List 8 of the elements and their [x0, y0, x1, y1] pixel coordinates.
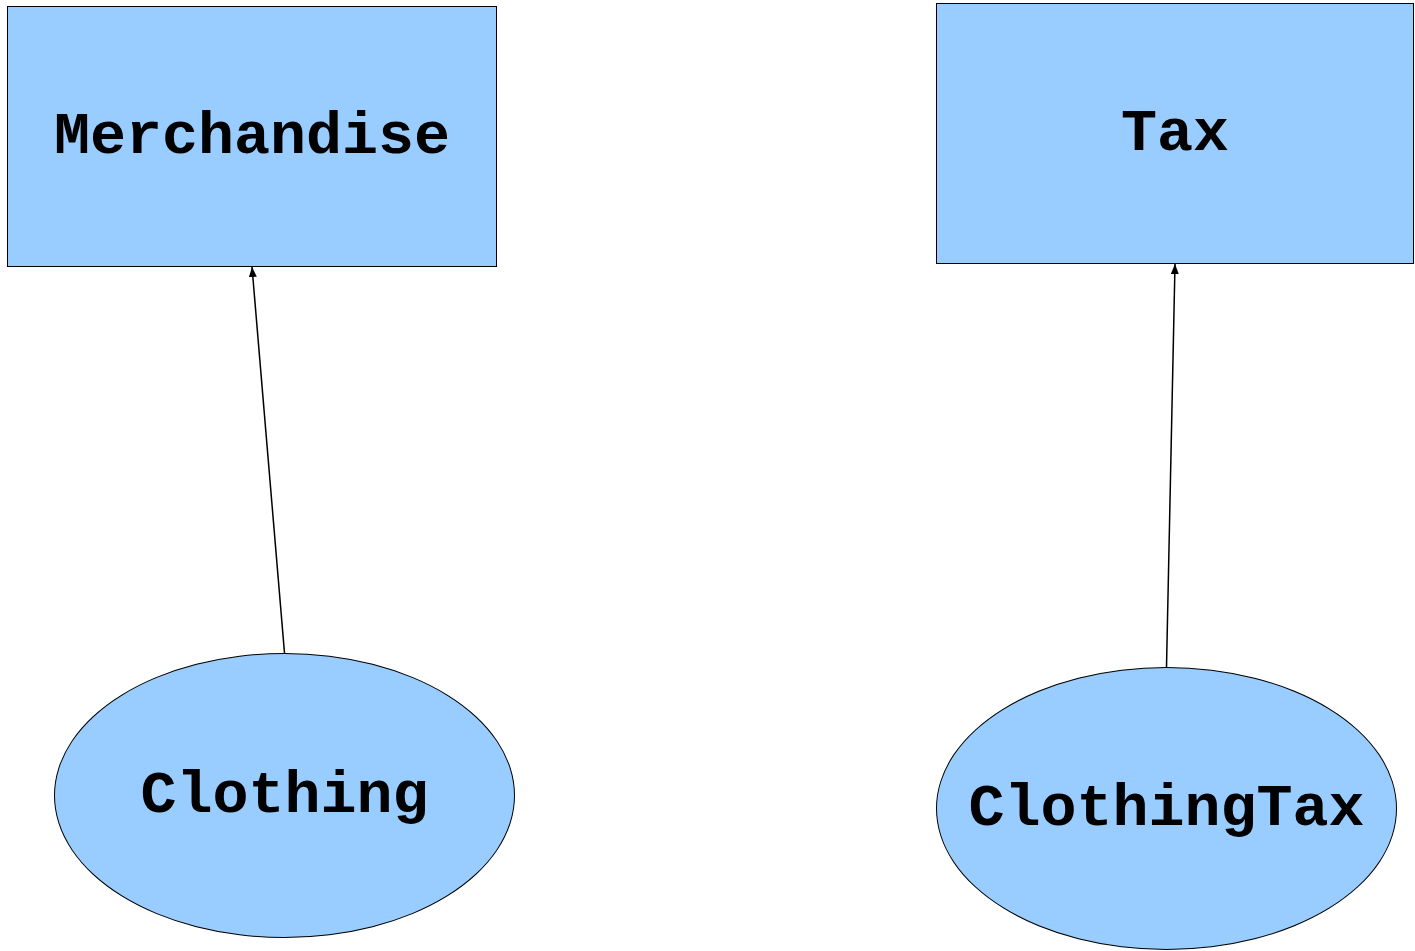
class-name: Clothing [140, 765, 429, 826]
class-box [7, 6, 497, 267]
class-name: Tax [1121, 103, 1229, 164]
arrow [248, 266, 286, 654]
class-box [936, 3, 1414, 264]
class-name: ClothingTax [968, 778, 1365, 839]
arrow [1165, 263, 1179, 668]
class-name: Merchandise [53, 106, 451, 167]
